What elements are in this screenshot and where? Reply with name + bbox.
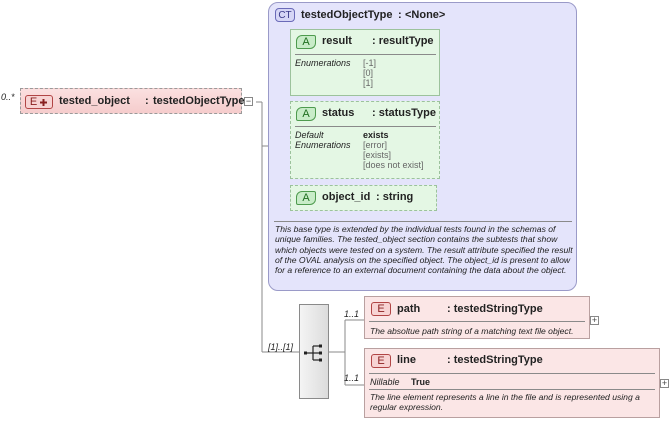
attribute-type-object-id: : string — [376, 191, 414, 203]
complex-type-documentation: This base type is extended by the indivi… — [275, 224, 573, 276]
element-badge-icon: E — [371, 302, 391, 316]
facet-value: [exists] — [363, 150, 392, 160]
attribute-badge-icon: A — [296, 35, 316, 49]
attribute-type-status: : statusType — [372, 107, 436, 119]
child-element-name-path: path — [397, 303, 421, 315]
divider — [369, 389, 655, 390]
element-badge-icon: E — [371, 354, 391, 368]
expand-toggle-icon[interactable]: + — [590, 315, 599, 325]
attribute-name-result: result — [322, 35, 352, 47]
divider — [369, 321, 585, 322]
child-element-type-line: : testedStringType — [447, 354, 543, 366]
divider — [295, 126, 436, 127]
child-element-line[interactable]: E line : testedStringType Nillable True … — [364, 348, 660, 418]
child-documentation-path: The absoltue path string of a matching t… — [370, 326, 574, 336]
facet-value: [does not exist] — [363, 160, 424, 170]
root-type-separator: : — [145, 95, 149, 107]
facet-value: [1] — [363, 78, 374, 88]
facet-label-enumerations: Enumerations — [295, 58, 351, 68]
divider — [295, 54, 436, 55]
facet-value: [error] — [363, 140, 388, 150]
root-cardinality: 0..* — [1, 92, 15, 102]
root-element-name: tested_object — [59, 95, 130, 107]
sequence-cardinality: [1]..[1] — [268, 342, 294, 352]
complex-type-name: testedObjectType — [301, 9, 393, 21]
divider — [274, 221, 572, 222]
child-documentation-line: The line element represents a line in th… — [370, 392, 640, 413]
child-element-type-path: : testedStringType — [447, 303, 543, 315]
root-element-type: testedObjectType — [153, 95, 245, 107]
element-badge-icon: E — [25, 95, 53, 109]
attribute-box-object-id[interactable]: A object_id : string — [290, 185, 437, 211]
complex-type-separator: : — [398, 9, 402, 21]
attribute-type-result: : resultType — [372, 35, 434, 47]
facet-label-default: Default — [295, 130, 324, 140]
sequence-icon — [304, 344, 322, 362]
complex-type-badge-icon: CT — [275, 8, 295, 22]
attribute-name-object-id: object_id — [322, 191, 371, 203]
facet-label-enumerations: Enumerations — [295, 140, 351, 150]
facet-value: [-1] — [363, 58, 377, 68]
attribute-name-status: status — [322, 107, 355, 119]
attribute-badge-icon: A — [296, 107, 316, 121]
collapse-toggle-icon[interactable]: − — [244, 96, 253, 106]
child-cardinality-path: 1..1 — [344, 309, 360, 319]
root-element-tested-object[interactable]: E tested_object : testedObjectType — [20, 88, 245, 114]
facet-value: exists — [363, 130, 389, 140]
attributes-marker-icon — [40, 98, 48, 106]
complex-type-base: <None> — [405, 9, 446, 21]
facet-value-nillable: True — [411, 377, 431, 387]
attribute-box-result[interactable]: A result : resultType Enumerations [-1] … — [290, 29, 440, 96]
child-element-path[interactable]: E path : testedStringType The absoltue p… — [364, 296, 590, 339]
child-cardinality-line: 1..1 — [344, 373, 360, 383]
facet-value: [0] — [363, 68, 374, 78]
complex-type-box: CT testedObjectType : <None> A result : … — [268, 2, 577, 291]
divider — [369, 373, 655, 374]
expand-toggle-icon[interactable]: + — [660, 378, 669, 388]
sequence-compositor[interactable] — [299, 304, 329, 399]
facet-label-nillable: Nillable — [370, 377, 400, 387]
attribute-badge-icon: A — [296, 191, 316, 205]
attribute-box-status[interactable]: A status : statusType Default exists Enu… — [290, 101, 440, 179]
child-element-name-line: line — [397, 354, 416, 366]
